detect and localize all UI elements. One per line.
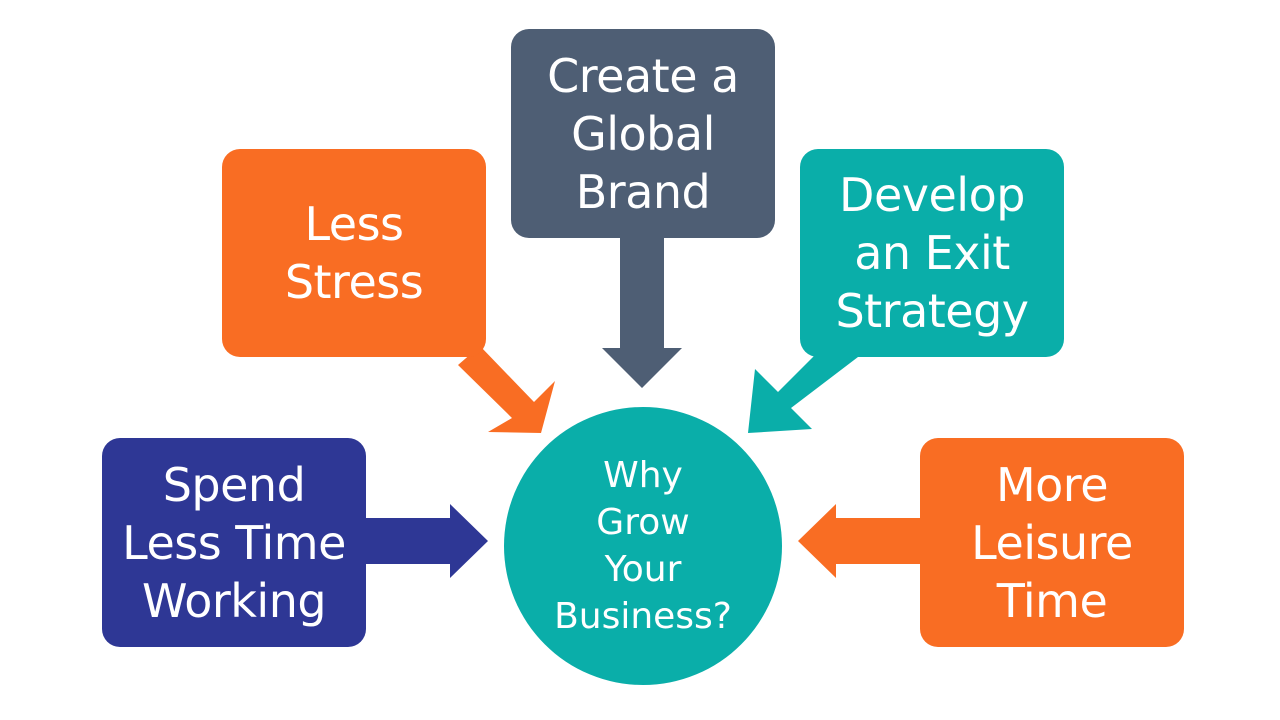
node-exit-strategy: Develop an Exit Strategy: [800, 149, 1064, 357]
node-less-stress: Less Stress: [222, 149, 486, 357]
arrow-more-leisure-shape: [798, 504, 920, 578]
arrow-global-brand: [602, 238, 682, 388]
arrow-more-leisure: [798, 504, 920, 578]
center-node-why-grow: Why Grow Your Business?: [504, 407, 782, 685]
arrow-less-stress: [458, 346, 555, 433]
arrow-exit-strategy: [748, 334, 858, 433]
node-global-brand: Create a Global Brand: [511, 29, 775, 238]
arrow-spend-less-shape: [366, 504, 488, 578]
arrow-spend-less: [366, 504, 488, 578]
node-more-leisure-time: More Leisure Time: [920, 438, 1184, 647]
node-spend-less-time: Spend Less Time Working: [102, 438, 366, 647]
arrow-less-stress-shape: [458, 346, 555, 433]
arrow-global-brand-shape: [602, 238, 682, 388]
arrow-exit-strategy-shape: [748, 334, 858, 433]
